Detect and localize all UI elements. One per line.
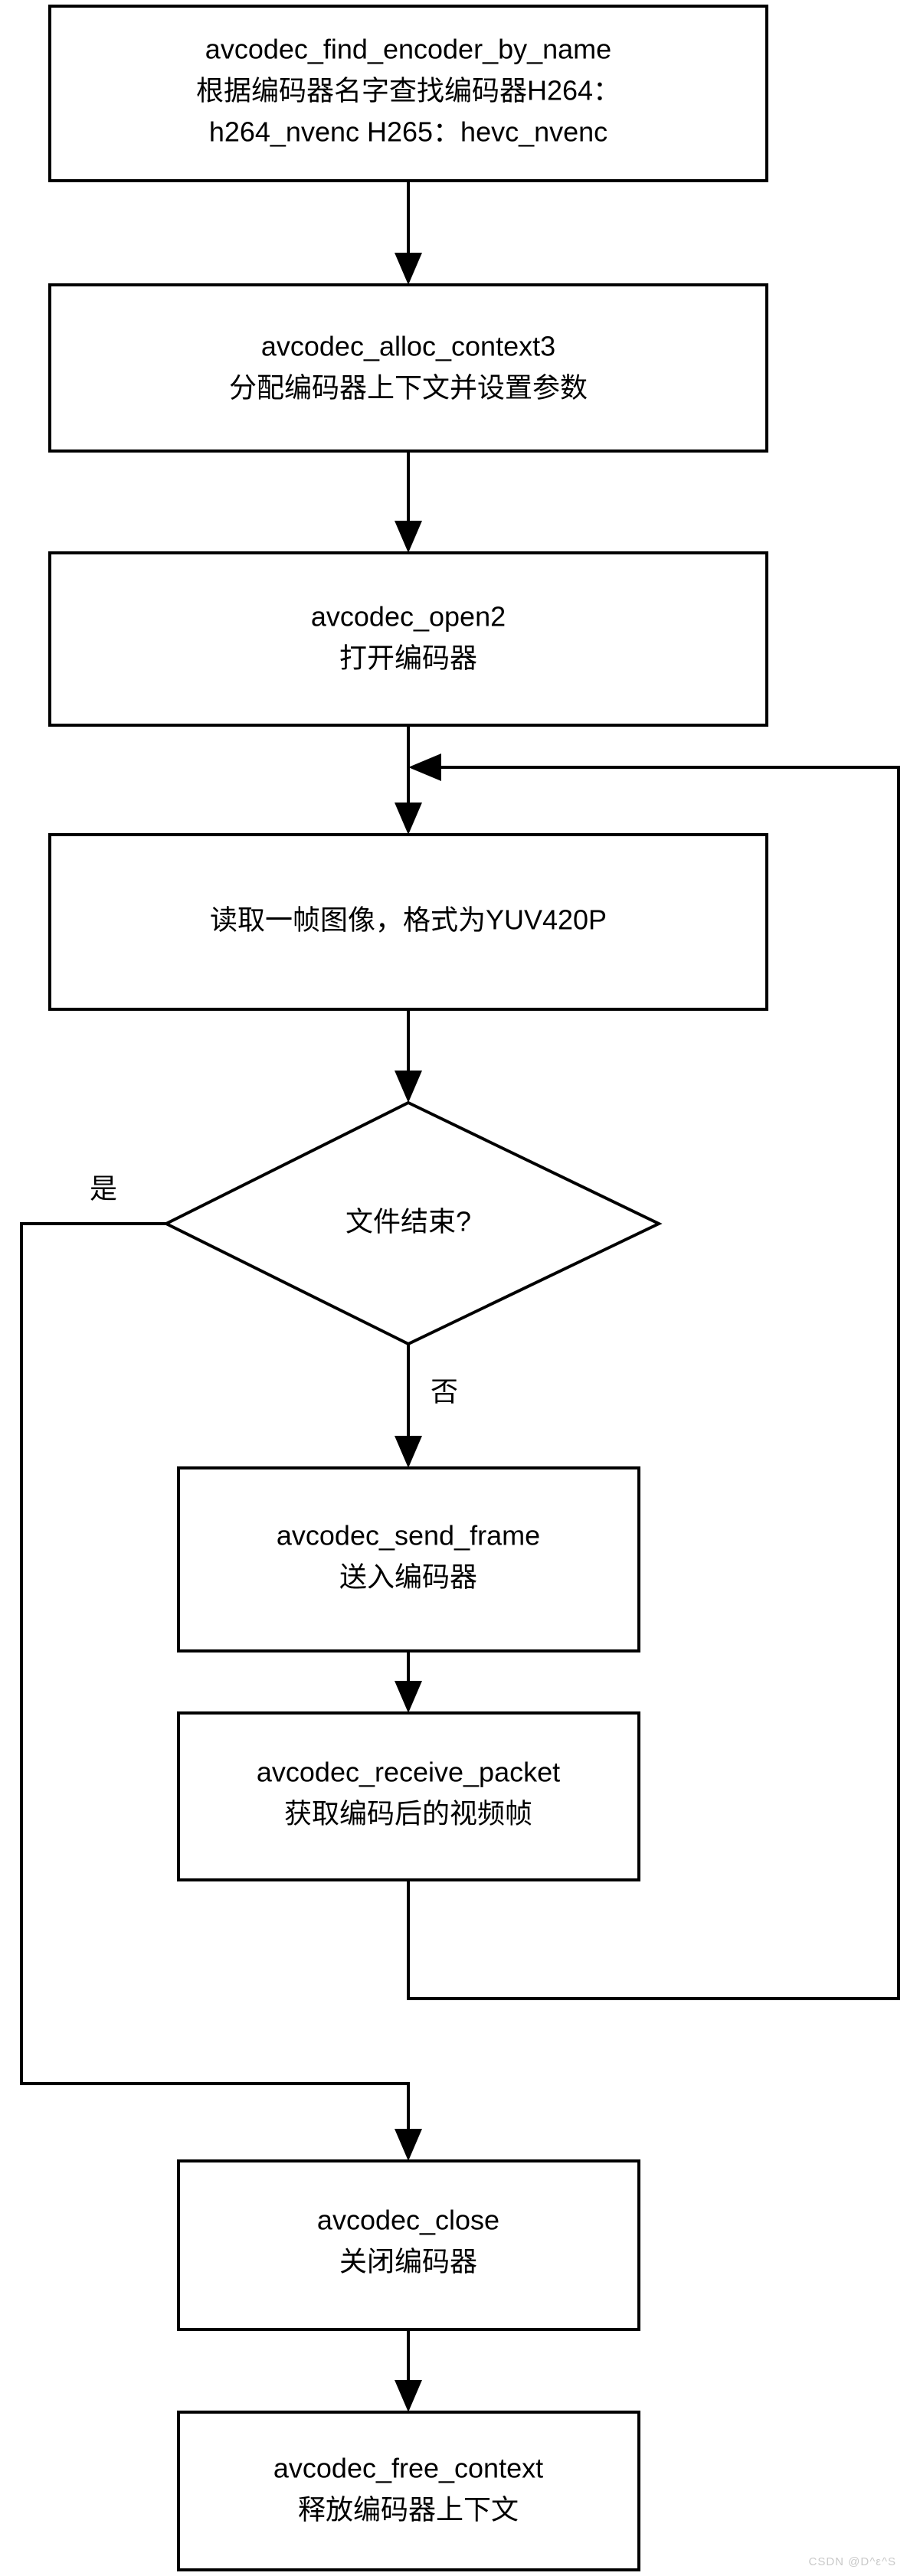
node-open-codec-line-2: 打开编码器 — [339, 642, 477, 674]
node-close-codec[interactable]: avcodec_close 关闭编码器 — [177, 2159, 640, 2331]
node-receive-packet-line-1: avcodec_receive_packet — [257, 1757, 560, 1788]
edge-label-no: 否 — [431, 1376, 458, 1407]
connector-send-to-receive — [395, 1651, 422, 1713]
connector-to-close — [395, 2082, 422, 2161]
node-eof-decision[interactable]: 文件结束? — [162, 1100, 663, 1346]
node-free-context[interactable]: avcodec_free_context 释放编码器上下文 — [177, 2411, 640, 2571]
connector-read-to-decision — [395, 1009, 422, 1103]
connector-open-to-read — [395, 725, 422, 835]
node-send-frame-line-1: avcodec_send_frame — [277, 1520, 540, 1551]
node-close-codec-line-2: 关闭编码器 — [339, 2246, 477, 2277]
node-free-context-line-2: 释放编码器上下文 — [298, 2494, 519, 2525]
connector-loop-back — [407, 754, 900, 2000]
node-close-codec-line-1: avcodec_close — [317, 2205, 499, 2236]
node-read-frame-line-1: 读取一帧图像，格式为YUV420P — [210, 904, 607, 936]
node-send-frame-line-2: 送入编码器 — [339, 1561, 477, 1593]
node-alloc-context[interactable]: avcodec_alloc_context3 分配编码器上下文并设置参数 — [48, 283, 768, 453]
edge-label-yes: 是 — [90, 1173, 117, 1205]
node-find-encoder-line-2: 根据编码器名字查找编码器H264： — [196, 75, 620, 106]
node-find-encoder[interactable]: avcodec_find_encoder_by_name 根据编码器名字查找编码… — [48, 5, 768, 182]
node-find-encoder-line-1: avcodec_find_encoder_by_name — [205, 34, 611, 65]
node-send-frame[interactable]: avcodec_send_frame 送入编码器 — [177, 1466, 640, 1652]
node-alloc-context-line-1: avcodec_alloc_context3 — [261, 331, 555, 362]
node-find-encoder-line-3: h264_nvenc H265：hevc_nvenc — [209, 116, 607, 148]
csdn-watermark: CSDN @D^ε^S — [808, 2555, 896, 2568]
node-read-frame[interactable]: 读取一帧图像，格式为YUV420P — [48, 833, 768, 1011]
node-free-context-line-1: avcodec_free_context — [273, 2453, 543, 2484]
connector-find-to-alloc — [395, 181, 422, 285]
connector-no-branch — [395, 1344, 422, 1468]
node-open-codec-line-1: avcodec_open2 — [311, 601, 506, 633]
node-eof-decision-label: 文件结束? — [345, 1206, 471, 1237]
node-receive-packet-line-2: 获取编码后的视频帧 — [284, 1798, 532, 1829]
node-open-codec[interactable]: avcodec_open2 打开编码器 — [48, 551, 768, 727]
node-receive-packet[interactable]: avcodec_receive_packet 获取编码后的视频帧 — [177, 1711, 640, 1881]
connector-yes-branch — [20, 1222, 408, 2085]
node-alloc-context-line-2: 分配编码器上下文并设置参数 — [229, 372, 588, 404]
connector-close-to-free — [395, 2329, 422, 2412]
connector-alloc-to-open — [395, 451, 422, 553]
